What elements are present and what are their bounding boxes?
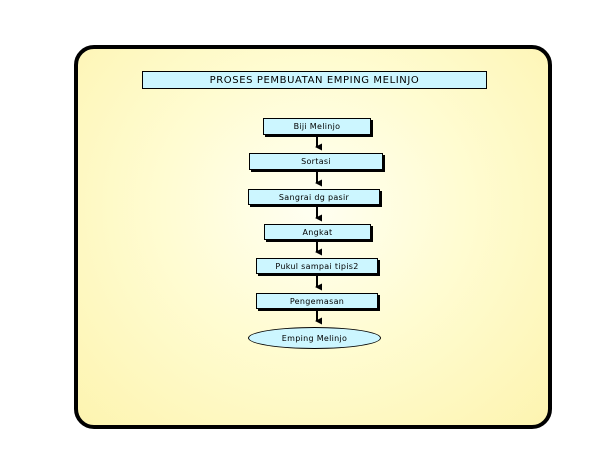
step-pengemasan: Pengemasan [256,293,378,309]
step-biji-melinjo: Biji Melinjo [263,118,371,135]
step-pukul: Pukul sampai tipis2 [256,258,378,274]
end-emping-melinjo: Emping Melinjo [248,327,381,349]
step-sortasi: Sortasi [249,153,383,170]
step-angkat: Angkat [264,224,371,240]
diagram-title: PROSES PEMBUATAN EMPING MELINJO [142,71,487,89]
step-sangrai: Sangrai dg pasir [248,189,380,205]
